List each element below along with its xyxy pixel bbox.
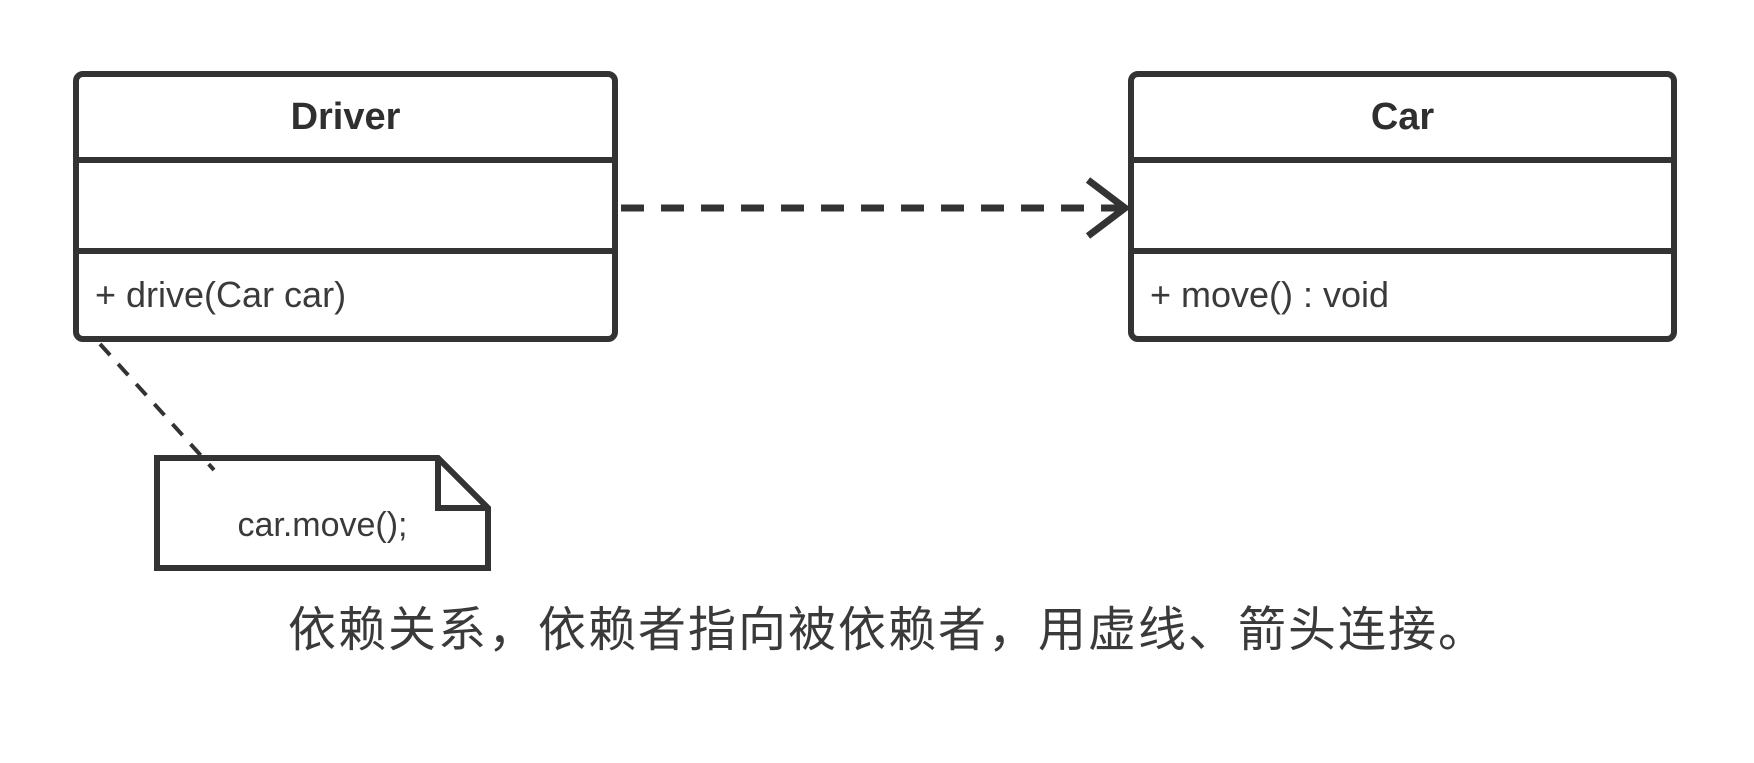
- note-fold-corner-icon: [435, 458, 488, 511]
- method-label-drive: + drive(Car car): [95, 274, 347, 315]
- class-methods-driver: + drive(Car car): [79, 254, 612, 336]
- class-name-driver: Driver: [290, 95, 401, 138]
- note-text: car.move();: [237, 506, 408, 544]
- class-methods-car: + move() : void: [1134, 254, 1671, 336]
- note-connector-line: [98, 342, 216, 472]
- method-label-move: + move() : void: [1150, 274, 1390, 315]
- note-shape: [154, 455, 491, 571]
- dependency-arrowhead-icon: [1085, 177, 1131, 239]
- class-attributes-driver: [79, 157, 612, 254]
- class-name-car: Car: [1370, 95, 1435, 138]
- class-box-driver: Driver + drive(Car car): [73, 71, 618, 342]
- class-box-car: Car + move() : void: [1128, 71, 1677, 342]
- class-attributes-car: [1134, 157, 1671, 254]
- diagram-caption: 依赖关系，依赖者指向被依赖者，用虚线、箭头连接。: [288, 604, 1489, 657]
